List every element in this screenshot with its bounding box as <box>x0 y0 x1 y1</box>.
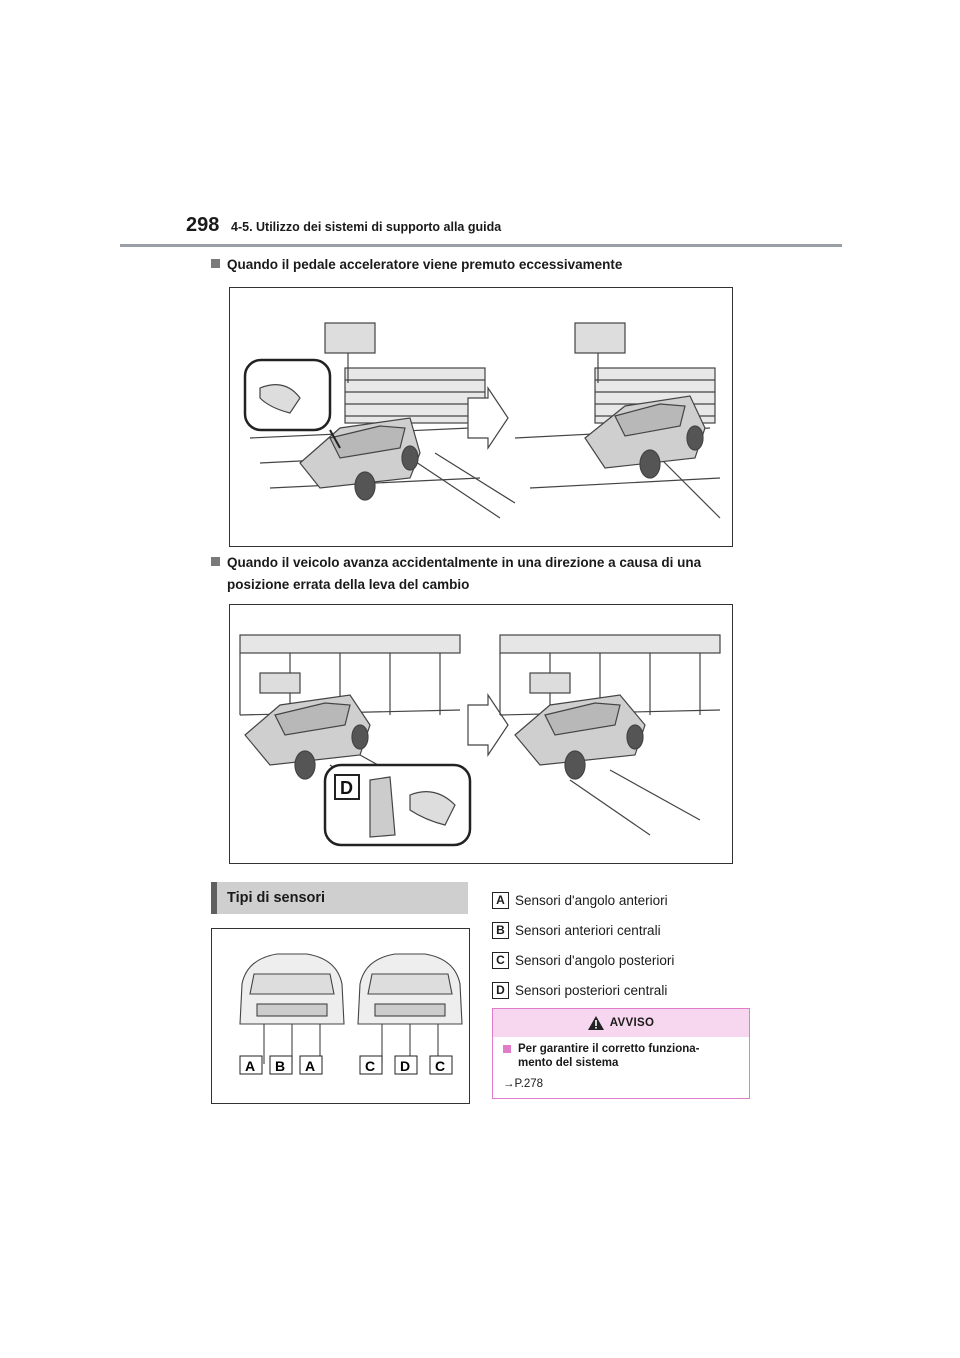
illustration-shift-lever-error: D <box>229 604 733 864</box>
legend-text: Sensori anteriori centrali <box>515 922 661 938</box>
sensor-position-diagram: A B A C D C <box>239 953 463 1075</box>
front-label-a: A <box>245 1058 255 1074</box>
warning-label: AVVISO <box>609 1017 655 1029</box>
legend-letter: C <box>492 951 509 969</box>
sensor-legend: A Sensori d'angolo anteriori B Sensori a… <box>492 885 762 1005</box>
section-heading-text: Quando il pedale acceleratore viene prem… <box>227 257 623 272</box>
legend-letter: D <box>492 981 509 999</box>
rear-label-c: C <box>365 1058 375 1074</box>
page-number: 298 <box>186 214 220 236</box>
legend-item: C Sensori d'angolo posteriori <box>492 945 762 975</box>
store-scene-illustration: D <box>239 634 721 847</box>
section-heading-text-continued: posizione errata della leva del cambio <box>227 577 470 592</box>
legend-text: Sensori d'angolo anteriori <box>515 892 668 908</box>
legend-letter: A <box>492 891 509 909</box>
front-sensor-labels: A B A <box>239 1055 323 1075</box>
front-label-a2: A <box>305 1058 315 1074</box>
legend-letter: B <box>492 921 509 939</box>
parking-scene-illustration <box>243 322 721 519</box>
header-divider <box>120 244 842 247</box>
rear-label-c2: C <box>435 1058 445 1074</box>
square-bullet-icon <box>211 557 220 566</box>
warning-page-reference[interactable]: →P.278 <box>503 1078 544 1090</box>
warning-triangle-icon <box>587 1016 604 1030</box>
warning-box: AVVISO Per garantire il corretto funzion… <box>492 1008 750 1099</box>
legend-item: D Sensori posteriori centrali <box>492 975 762 1005</box>
section-heading-accelerator: Quando il pedale acceleratore viene prem… <box>211 254 622 276</box>
shift-position-label: D <box>340 778 353 798</box>
front-label-b: B <box>275 1058 285 1074</box>
legend-text: Sensori posteriori centrali <box>515 982 668 998</box>
rear-sensor-labels: C D C <box>359 1055 453 1075</box>
section-heading-shift-error: Quando il veicolo avanza accidentalmente… <box>211 552 751 596</box>
illustration-sensor-positions: A B A C D C <box>211 928 470 1104</box>
illustration-accelerator-overpress <box>229 287 733 547</box>
square-bullet-icon <box>211 259 220 268</box>
legend-item: B Sensori anteriori centrali <box>492 915 762 945</box>
legend-text: Sensori d'angolo posteriori <box>515 952 675 968</box>
warning-header: AVVISO <box>493 1009 749 1037</box>
warning-title-line1: Per garantire il corretto funziona- <box>518 1043 700 1055</box>
warning-title-line2: mento del sistema <box>518 1057 619 1069</box>
square-bullet-icon <box>503 1045 511 1053</box>
warning-body: Per garantire il corretto funziona- ment… <box>493 1037 749 1090</box>
chapter-title: 4-5. Utilizzo dei sistemi di supporto al… <box>231 220 502 234</box>
warning-title: Per garantire il corretto funziona- ment… <box>503 1042 739 1070</box>
sensor-types-heading: Tipi di sensori <box>211 882 468 914</box>
section-heading-text: Quando il veicolo avanza accidentalmente… <box>227 555 702 570</box>
rear-label-d: D <box>400 1058 410 1074</box>
legend-item: A Sensori d'angolo anteriori <box>492 885 762 915</box>
